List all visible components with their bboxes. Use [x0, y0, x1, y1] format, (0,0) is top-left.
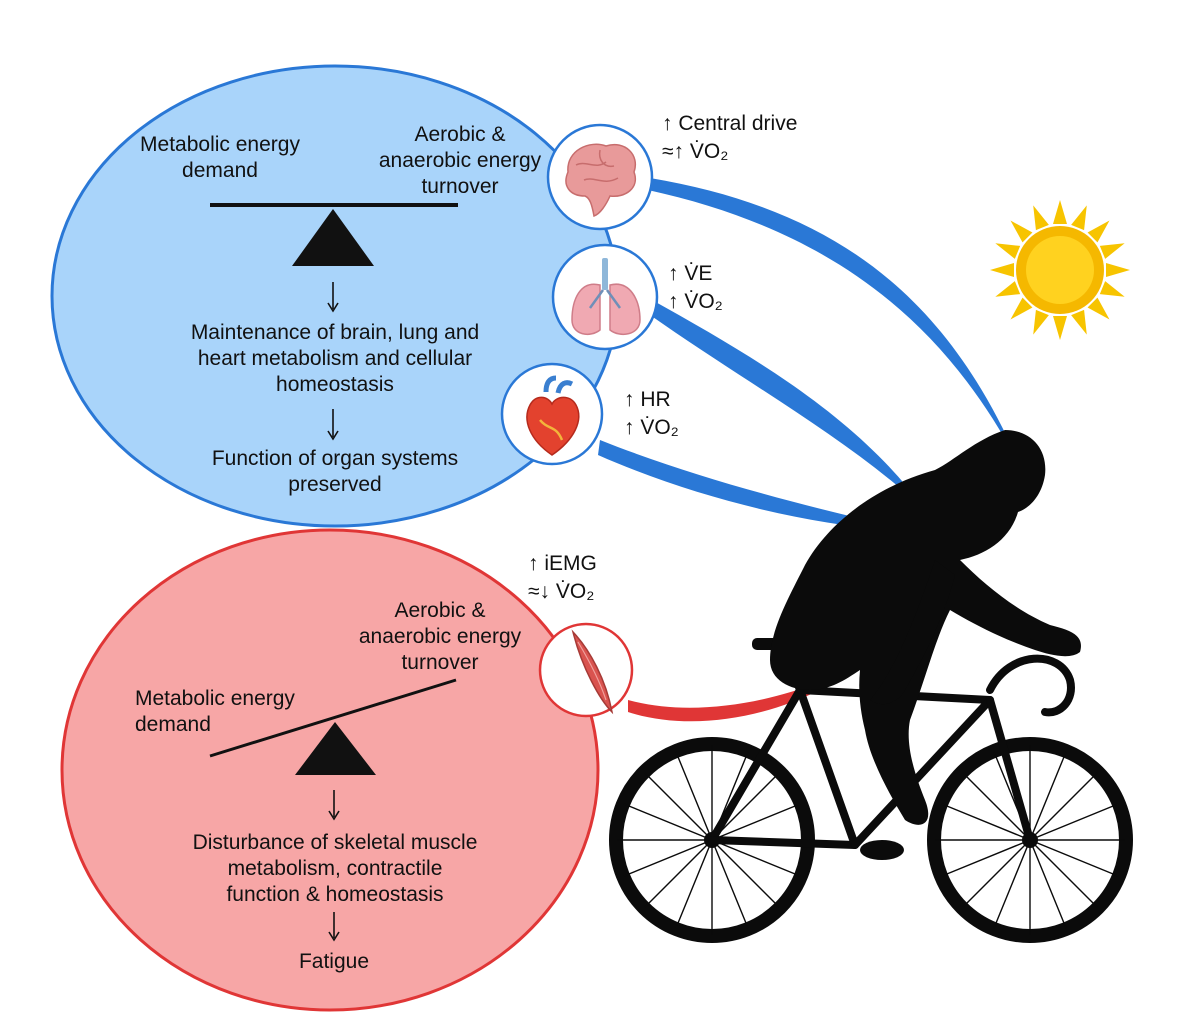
blue-turnover-label: Aerobic & anaerobic energy turnover [378, 123, 542, 198]
brain-icon [546, 123, 654, 231]
red-arrow-2 [328, 912, 340, 942]
blue-step2-label: Function of organ systems preserved [211, 447, 459, 496]
cyclist-silhouette [609, 430, 1133, 943]
blue-arrow-2 [327, 409, 339, 441]
red-step2-label: Fatigue [298, 950, 370, 973]
blue-step1-label: Maintenance of brain, lung and heart met… [190, 321, 480, 396]
red-turnover-label: Aerobic & anaerobic energy turnover [358, 599, 522, 674]
red-step1-label: Disturbance of skeletal muscle metabolis… [192, 831, 478, 906]
muscle-annotation: ↑ iEMG ≈↓ V̇O₂ [528, 552, 597, 603]
blue-arrow-1 [327, 282, 339, 313]
lung-connector [650, 300, 925, 510]
lung-annotation: ↑ V̇E ↑ V̇O₂ [668, 262, 723, 313]
heart-icon [500, 362, 604, 466]
sun-icon [990, 200, 1130, 340]
red-seesaw-fulcrum [295, 722, 376, 775]
brain-annotation: ↑ Central drive ≈↑ V̇O₂ [662, 112, 798, 163]
blue-seesaw-fulcrum [292, 209, 374, 266]
heart-annotation: ↑ HR ↑ V̇O₂ [624, 388, 679, 439]
muscle-icon [538, 622, 634, 718]
muscle-connector [628, 655, 875, 722]
red-seesaw-beam [209, 678, 457, 758]
red-demand-label: Metabolic energy demand [135, 687, 295, 736]
lungs-icon [551, 243, 659, 351]
red-arrow-1 [328, 790, 340, 821]
blue-demand-label: Metabolic energy demand [140, 133, 300, 182]
